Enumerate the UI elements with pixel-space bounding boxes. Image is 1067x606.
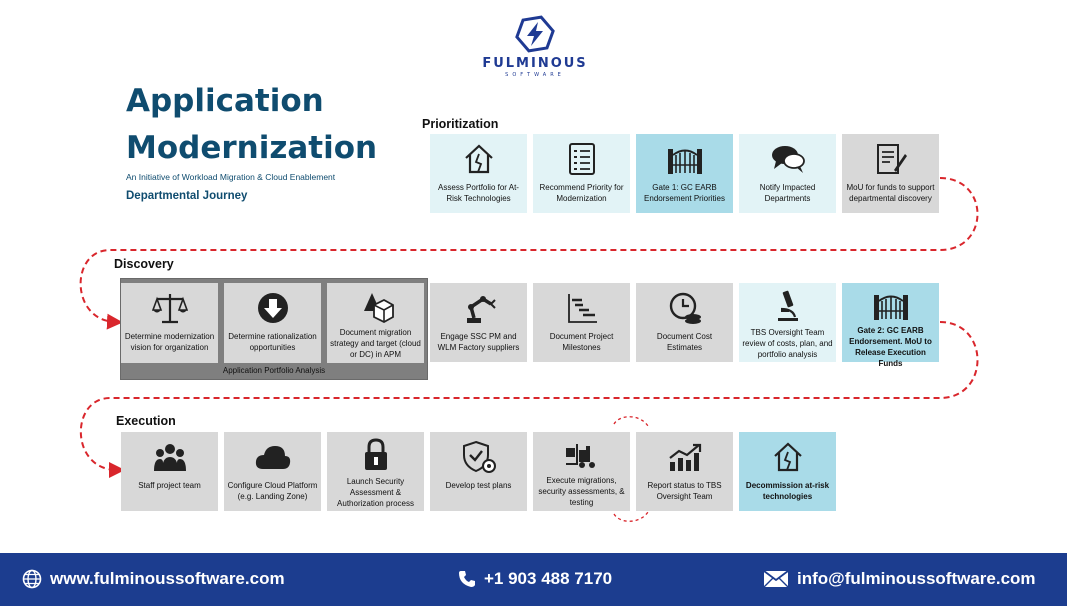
card-modernization-vision: Determine modernization vision for organ… <box>121 283 218 363</box>
card-label: Assess Portfolio for At-Risk Technologie… <box>438 183 519 203</box>
card-label: Notify Impacted Departments <box>759 183 816 203</box>
shapes-box-icon <box>358 289 394 323</box>
footer-bar: www.fulminoussoftware.com +1 903 488 717… <box>0 553 1067 606</box>
house-crack-icon <box>462 140 496 178</box>
website-text: www.fulminoussoftware.com <box>50 569 285 588</box>
page-title: Application Modernization <box>126 78 416 172</box>
chart-up-icon <box>667 438 703 476</box>
card-label: TBS Oversight Team review of costs, plan… <box>742 328 833 359</box>
card-label: Develop test plans <box>445 481 512 490</box>
section-prioritization: Prioritization <box>422 117 499 131</box>
chat-bubbles-icon <box>770 140 806 178</box>
clock-coins-icon <box>667 289 703 327</box>
card-project-milestones: Document Project Milestones <box>533 283 630 362</box>
card-label: Execute migrations, security assessments… <box>538 476 625 507</box>
card-label: Document Project Milestones <box>549 332 614 352</box>
robot-arm-icon <box>461 289 497 327</box>
card-label: Gate 2: GC EARB Endorsement. MoU to Rele… <box>849 326 932 368</box>
phone-icon <box>459 571 475 587</box>
card-staff-team: Staff project team <box>121 432 218 511</box>
card-label: Document Cost Estimates <box>656 332 713 352</box>
globe-icon <box>22 569 42 589</box>
card-execute-migrations: Execute migrations, security assessments… <box>533 432 630 511</box>
card-security-assessment: Launch Security Assessment & Authorizati… <box>327 432 424 511</box>
card-notify-departments: Notify Impacted Departments <box>739 134 836 213</box>
card-gate-2: Gate 2: GC EARB Endorsement. MoU to Rele… <box>842 283 939 368</box>
card-label: MoU for funds to support departmental di… <box>846 183 935 203</box>
card-mou-funds: MoU for funds to support departmental di… <box>842 134 939 213</box>
section-discovery: Discovery <box>114 257 174 271</box>
card-label: Decommission at-risk technologies <box>745 481 830 501</box>
lightning-hexagon-icon <box>515 15 555 53</box>
download-circle-icon <box>256 289 290 327</box>
card-engage-ssc: Engage SSC PM and WLM Factory suppliers <box>430 283 527 362</box>
card-label: Launch Security Assessment & Authorizati… <box>337 477 414 508</box>
gate-icon <box>666 140 704 178</box>
envelope-icon <box>763 570 789 588</box>
phone-text: +1 903 488 7170 <box>484 569 613 588</box>
forklift-icon <box>564 438 600 471</box>
card-gate-1: Gate 1: GC EARB Endorsement Priorities <box>636 134 733 213</box>
card-recommend-priority: Recommend Priority for Modernization <box>533 134 630 213</box>
cloud-icon <box>254 438 292 476</box>
scales-icon <box>151 289 188 327</box>
card-label: Staff project team <box>138 481 201 490</box>
lock-icon <box>362 438 390 472</box>
email-text: info@fulminoussoftware.com <box>797 569 1036 588</box>
section-execution: Execution <box>116 414 176 428</box>
card-report-status: Report status to TBS Oversight Team <box>636 432 733 511</box>
card-label: Document migration strategy and target (… <box>330 328 421 359</box>
journey-label: Departmental Journey <box>126 190 248 202</box>
brand-subname: SOFTWARE <box>505 72 565 78</box>
apa-label: Application Portfolio Analysis <box>222 366 326 375</box>
card-label: Determine rationalization opportunities <box>228 332 317 352</box>
footer-phone[interactable]: +1 903 488 7170 <box>458 569 612 589</box>
gantt-icon <box>565 289 599 327</box>
card-rationalization: Determine rationalization opportunities <box>224 283 321 363</box>
team-icon <box>153 438 187 476</box>
card-decommission: Decommission at-risk technologies <box>739 432 836 511</box>
card-label: Configure Cloud Platform (e.g. Landing Z… <box>227 481 318 501</box>
house-crack-icon <box>771 438 805 476</box>
brand-name: FULMINOUS <box>482 56 588 71</box>
card-label: Engage SSC PM and WLM Factory suppliers <box>437 332 520 352</box>
card-tbs-review: TBS Oversight Team review of costs, plan… <box>739 283 836 362</box>
card-label: Determine modernization vision for organ… <box>124 332 215 352</box>
card-label: Gate 1: GC EARB Endorsement Priorities <box>644 183 725 203</box>
brand-logo: FULMINOUS SOFTWARE <box>470 14 600 86</box>
card-test-plans: Develop test plans <box>430 432 527 511</box>
microscope-icon <box>773 289 803 323</box>
footer-email[interactable]: info@fulminoussoftware.com <box>763 569 1036 589</box>
card-label: Report status to TBS Oversight Team <box>647 481 722 501</box>
checklist-icon <box>567 140 597 178</box>
title-line-1: Application <box>126 83 324 119</box>
card-migration-strategy: Document migration strategy and target (… <box>327 283 424 363</box>
document-sign-icon <box>874 140 908 178</box>
card-assess-portfolio: Assess Portfolio for At-Risk Technologie… <box>430 134 527 213</box>
shield-gear-icon <box>461 438 497 476</box>
title-line-2: Modernization <box>126 130 378 166</box>
card-cost-estimates: Document Cost Estimates <box>636 283 733 362</box>
card-label: Recommend Priority for Modernization <box>539 183 624 203</box>
footer-website[interactable]: www.fulminoussoftware.com <box>22 569 285 589</box>
card-cloud-platform: Configure Cloud Platform (e.g. Landing Z… <box>224 432 321 511</box>
page-subtitle: An Initiative of Workload Migration & Cl… <box>126 172 336 182</box>
gate-icon <box>872 289 910 321</box>
